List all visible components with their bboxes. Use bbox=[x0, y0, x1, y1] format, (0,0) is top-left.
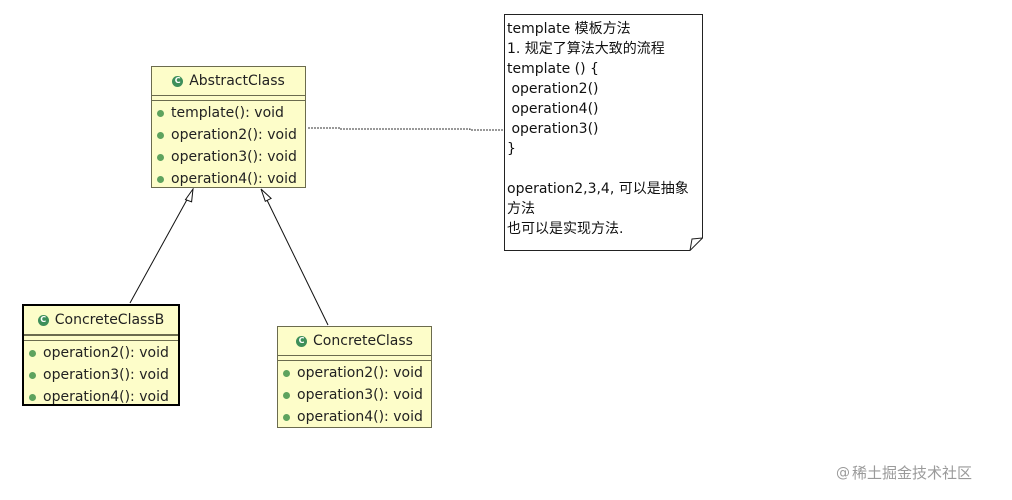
uml-note[interactable]: template 模板方法 1. 规定了算法大致的流程 template () … bbox=[504, 14, 703, 251]
note-line: 1. 规定了算法大致的流程 bbox=[507, 41, 665, 57]
operation-label: operation4(): void bbox=[171, 171, 297, 187]
attributes-compartment bbox=[24, 336, 178, 341]
operation-label: operation3(): void bbox=[43, 367, 169, 383]
abstract-class-box[interactable]: C AbstractClass template(): void operati… bbox=[151, 66, 306, 188]
public-method-icon bbox=[29, 371, 36, 379]
public-method-icon bbox=[29, 349, 36, 357]
operation-row: operation3(): void bbox=[278, 384, 431, 406]
attributes-compartment bbox=[278, 356, 431, 361]
concrete-class-b-box[interactable]: C ConcreteClassB operation2(): void oper… bbox=[22, 304, 180, 406]
generalization-line-concrete bbox=[265, 197, 329, 326]
concrete-class-box[interactable]: C ConcreteClass operation2(): void opera… bbox=[277, 326, 432, 428]
public-method-icon bbox=[157, 109, 164, 117]
class-name: ConcreteClassB bbox=[54, 312, 165, 328]
class-name: AbstractClass bbox=[189, 73, 285, 89]
class-header: C AbstractClass bbox=[152, 67, 305, 96]
operation-label: operation3(): void bbox=[297, 387, 423, 403]
operation-label: operation2(): void bbox=[171, 127, 297, 143]
operation-label: operation2(): void bbox=[297, 365, 423, 381]
public-method-icon bbox=[29, 393, 36, 401]
public-method-icon bbox=[283, 369, 290, 377]
note-shape bbox=[504, 14, 703, 251]
note-line: } bbox=[507, 141, 516, 157]
note-line: operation4() bbox=[507, 101, 599, 117]
operation-label: template(): void bbox=[171, 105, 284, 121]
generalization-arrowhead-b bbox=[184, 187, 194, 203]
class-icon: C bbox=[296, 335, 308, 347]
note-line: 方法 bbox=[507, 201, 535, 217]
at-icon: @ bbox=[836, 464, 850, 481]
operation-row: operation3(): void bbox=[152, 146, 305, 168]
note-line: 也可以是实现方法. bbox=[507, 221, 624, 237]
note-line: operation3() bbox=[507, 121, 599, 137]
public-method-icon bbox=[157, 175, 164, 183]
note-line: operation2() bbox=[507, 81, 599, 97]
operations-compartment: operation2(): void operation3(): void op… bbox=[278, 361, 431, 429]
public-method-icon bbox=[283, 413, 290, 421]
operations-compartment: operation2(): void operation3(): void op… bbox=[24, 341, 178, 409]
public-method-icon bbox=[157, 131, 164, 139]
watermark: @ 稀土掘金技术社区 bbox=[836, 462, 972, 483]
operation-row: operation4(): void bbox=[152, 168, 305, 190]
class-header: C ConcreteClassB bbox=[24, 306, 178, 336]
operation-row: template(): void bbox=[152, 102, 305, 124]
operation-row: operation2(): void bbox=[152, 124, 305, 146]
operation-row: operation3(): void bbox=[24, 364, 178, 386]
note-line bbox=[507, 159, 699, 179]
note-line: template () { bbox=[507, 61, 599, 77]
note-line: template 模板方法 bbox=[507, 21, 631, 37]
operation-row: operation4(): void bbox=[278, 406, 431, 428]
operation-row: operation2(): void bbox=[24, 342, 178, 364]
operation-row: operation4(): void bbox=[24, 386, 178, 408]
public-method-icon bbox=[157, 153, 164, 161]
attributes-compartment bbox=[152, 96, 305, 101]
class-header: C ConcreteClass bbox=[278, 327, 431, 356]
operation-row: operation2(): void bbox=[278, 362, 431, 384]
operations-compartment: template(): void operation2(): void oper… bbox=[152, 101, 305, 191]
note-text: template 模板方法 1. 规定了算法大致的流程 template () … bbox=[507, 19, 699, 239]
note-line: operation2,3,4, 可以是抽象 bbox=[507, 181, 689, 197]
operation-label: operation2(): void bbox=[43, 345, 169, 361]
operation-label: operation4(): void bbox=[43, 389, 169, 405]
class-icon: C bbox=[172, 75, 184, 87]
watermark-text: 稀土掘金技术社区 bbox=[852, 464, 973, 482]
generalization-arrowhead-concrete bbox=[260, 188, 272, 203]
operation-label: operation4(): void bbox=[297, 409, 423, 425]
generalization-line-b bbox=[129, 195, 190, 304]
class-icon: C bbox=[37, 314, 49, 326]
class-name: ConcreteClass bbox=[313, 333, 413, 349]
public-method-icon bbox=[283, 391, 290, 399]
operation-label: operation3(): void bbox=[171, 149, 297, 165]
note-connector bbox=[308, 127, 504, 131]
